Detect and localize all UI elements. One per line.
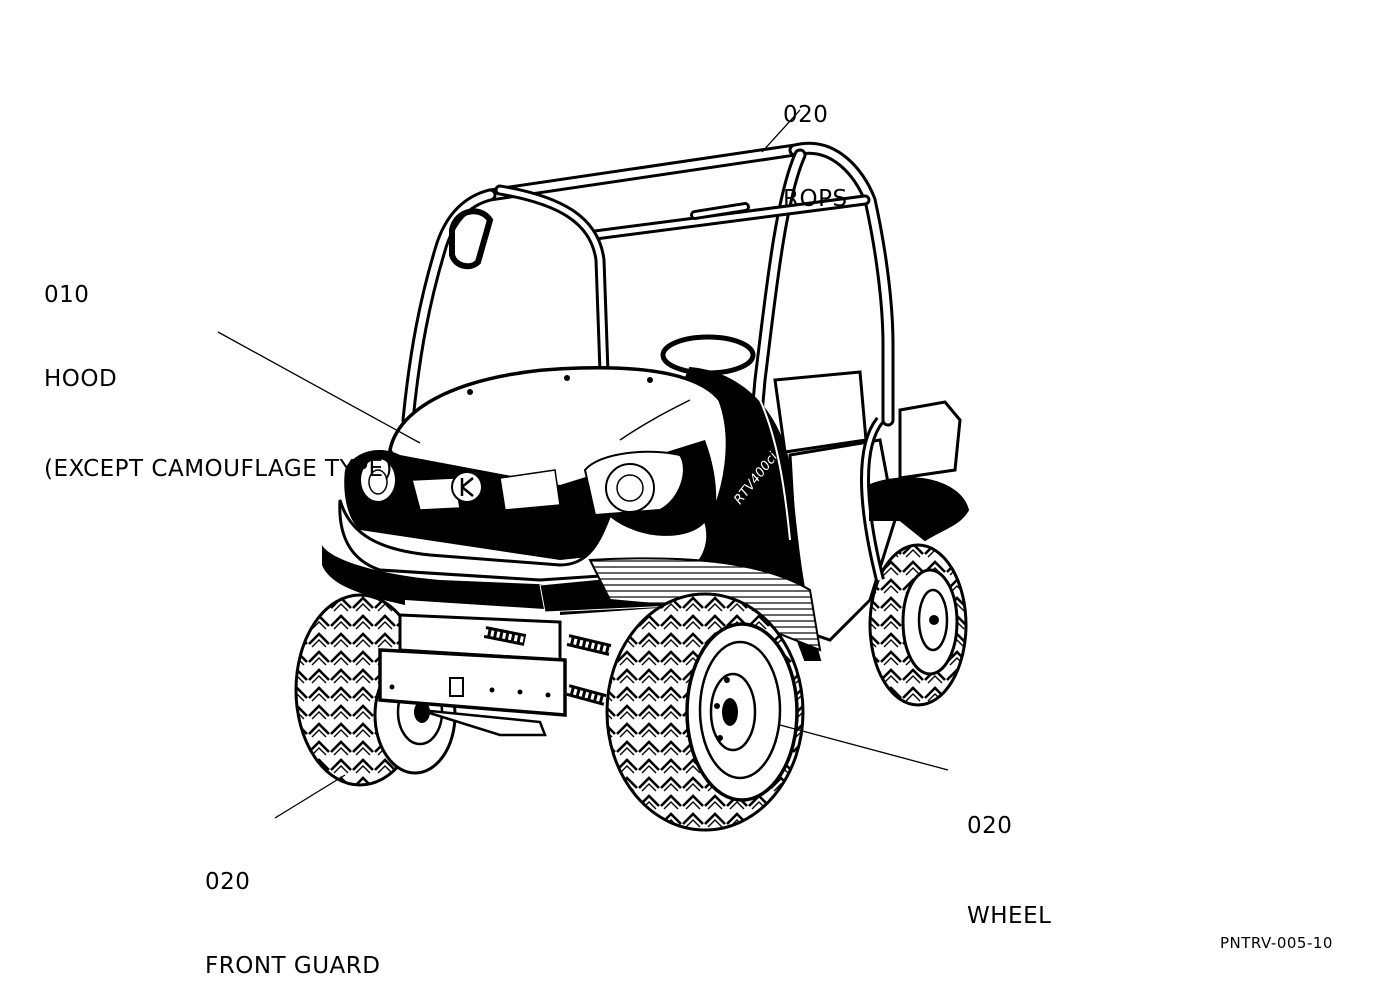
brand-emblem [451, 471, 483, 503]
rear-fender [869, 477, 970, 542]
callout-wheel-name: WHEEL [967, 903, 1052, 929]
callout-rops-name: ROPS [783, 186, 848, 212]
front-guard-leader [274, 774, 346, 819]
callout-hood-name: HOOD [44, 366, 118, 392]
callout-rops: 020 ROPS [783, 45, 848, 241]
wheel-leader [779, 724, 949, 771]
callout-rops-code: 020 [783, 102, 829, 128]
left-headlight [359, 457, 397, 503]
leader-lines [217, 109, 949, 819]
front-right-wheel [605, 592, 805, 832]
rops-leader [761, 109, 801, 153]
rops-frame [401, 141, 895, 477]
callout-front-guard-name: FRONT GUARD [205, 953, 381, 979]
hood-leader [217, 331, 421, 444]
callout-front-guard-code: 020 [205, 869, 251, 895]
callout-hood-code: 010 [44, 282, 90, 308]
callout-hood: 010 HOOD (EXCEPT CAMOUFLAGE TYPE) [44, 225, 393, 511]
rear-wheel [868, 543, 968, 707]
callout-front-guard: 020 FRONT GUARD [205, 812, 380, 1008]
figure-code: PNTRV-005-10 [1220, 934, 1333, 952]
seat-and-cargo [660, 334, 962, 642]
callout-hood-note: (EXCEPT CAMOUFLAGE TYPE) [44, 456, 394, 482]
front-guard [378, 613, 612, 737]
callout-wheel-code: 020 [967, 813, 1013, 839]
right-headlight [583, 450, 685, 517]
callout-wheel: 020 WHEEL [967, 756, 1051, 958]
